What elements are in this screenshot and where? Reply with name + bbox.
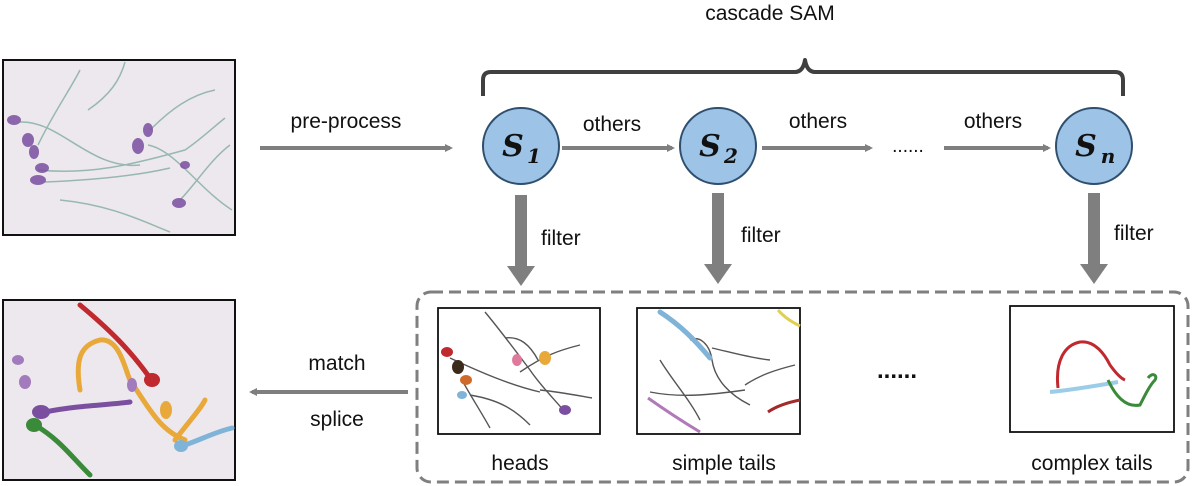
filter-arrow-2 xyxy=(704,193,732,284)
node-s1-symbol: S xyxy=(502,129,524,164)
label-filter-n: filter xyxy=(1114,222,1154,245)
label-ellipsis-cascade: ...... xyxy=(892,136,924,157)
label-preprocess: pre-process xyxy=(291,110,402,133)
node-s2-subscript: 2 xyxy=(723,144,738,168)
filter-arrow-n xyxy=(1080,193,1108,284)
node-s2: S 2 xyxy=(679,107,757,185)
node-sn-subscript: n xyxy=(1101,144,1116,168)
node-sn: S n xyxy=(1055,107,1133,185)
complex-tails-panel xyxy=(1009,305,1175,433)
label-ellipsis-panels: ...... xyxy=(877,357,917,384)
label-filter-2: filter xyxy=(741,224,781,247)
simple-tails-panel xyxy=(636,307,801,435)
output-image xyxy=(2,299,236,481)
label-filter-1: filter xyxy=(541,227,581,250)
label-splice: splice xyxy=(310,408,364,431)
node-s1-subscript: 1 xyxy=(527,144,541,168)
input-image xyxy=(2,59,236,236)
label-others-1: others xyxy=(583,113,641,136)
label-heads: heads xyxy=(491,452,548,475)
cascade-brace xyxy=(481,58,1125,96)
heads-panel xyxy=(437,307,601,435)
label-simple-tails: simple tails xyxy=(672,452,776,475)
label-others-3: others xyxy=(964,110,1022,133)
node-s1: S 1 xyxy=(482,107,560,185)
node-s2-symbol: S xyxy=(699,129,721,164)
node-sn-symbol: S xyxy=(1075,129,1097,164)
label-others-2: others xyxy=(789,110,847,133)
results-dashed-box xyxy=(415,290,1190,484)
label-match: match xyxy=(308,352,365,375)
cascade-sam-title: cascade SAM xyxy=(705,2,835,25)
label-complex-tails: complex tails xyxy=(1031,452,1152,475)
filter-arrow-1 xyxy=(507,195,535,286)
